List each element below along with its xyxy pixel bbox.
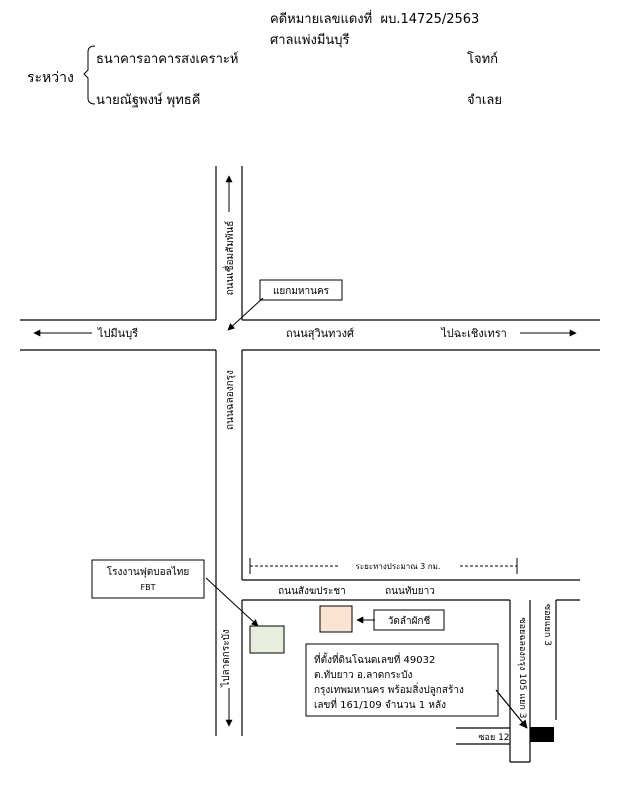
distance-label: ระยะทางประมาณ 3 กม. [356, 562, 441, 571]
to-ladkrabang-label: ไปลาดกระบัง [220, 629, 232, 688]
road-label-horizontal: ถนนสุวินทวงศ์ [286, 327, 354, 340]
temple-building [319, 605, 353, 633]
junction-callout-box [259, 279, 343, 301]
court-name: ศาลแพ่งมีนบุรี [270, 33, 350, 48]
property-line4: เลขที่ 161/109 จำนวน 1 หลัง [314, 697, 446, 711]
plaintiff-name: ธนาคารอาคารสงเคราะห์ [96, 52, 239, 67]
to-chachoengsao-label: ไปฉะเชิงเทรา [440, 327, 507, 340]
soi-yaek3-label: ซอยแยก 3 [542, 604, 552, 646]
property-callout-box [305, 643, 499, 717]
sangkhom-road-label: ถนนสังฆประชา [278, 586, 346, 597]
factory-callout-box [91, 559, 205, 599]
property-marker [530, 727, 554, 742]
thapyao-road-label: ถนนทับยาว [385, 586, 435, 597]
party-bracket [83, 45, 96, 105]
factory-label-line1: โรงงานฟุตบอลไทย [107, 565, 190, 578]
case-label: คดีหมายเลขแดงที่ [270, 12, 373, 27]
temple-label: วัดลำผักชี [388, 615, 431, 627]
property-line2: ต.ทับยาว อ.ลาดกระบัง [314, 670, 412, 681]
defendant-name: นายณัฐพงษ์ พุทธคี [96, 93, 201, 108]
property-arrow-icon [495, 689, 528, 729]
road-label-south: ถนนฉลองกรุง [225, 370, 236, 430]
factory-arrow-icon [205, 577, 259, 627]
case-number-line: คดีหมายเลขแดงที่ ผบ.14725/2563 [270, 8, 479, 29]
junction-label: แยกมหานคร [273, 286, 330, 297]
road-label-north: ถนนเชื่อมสัมพันธ์ [222, 221, 236, 296]
distance-label-bg [338, 560, 458, 572]
between-label: ระหว่าง [27, 70, 74, 86]
soi-chalong-label: ซอยฉลองกรุง 105 แยก 3 [517, 618, 527, 719]
property-line1: ที่ตั้งที่ดินโฉนดเลขที่ 49032 [314, 652, 435, 666]
soi12-label: ซอย 12 [478, 733, 509, 743]
property-line3: กรุงเทพมหานคร พร้อมสิ่งปลูกสร้าง [314, 682, 464, 696]
defendant-role: จำเลย [467, 93, 502, 108]
factory-building [249, 625, 285, 654]
junction-arrow-icon [227, 297, 264, 331]
case-number: ผบ.14725/2563 [380, 12, 480, 27]
to-minburi-label: ไปมีนบุรี [97, 327, 138, 340]
plaintiff-role: โจทก์ [467, 52, 499, 67]
factory-label-line2: FBT [141, 583, 156, 592]
